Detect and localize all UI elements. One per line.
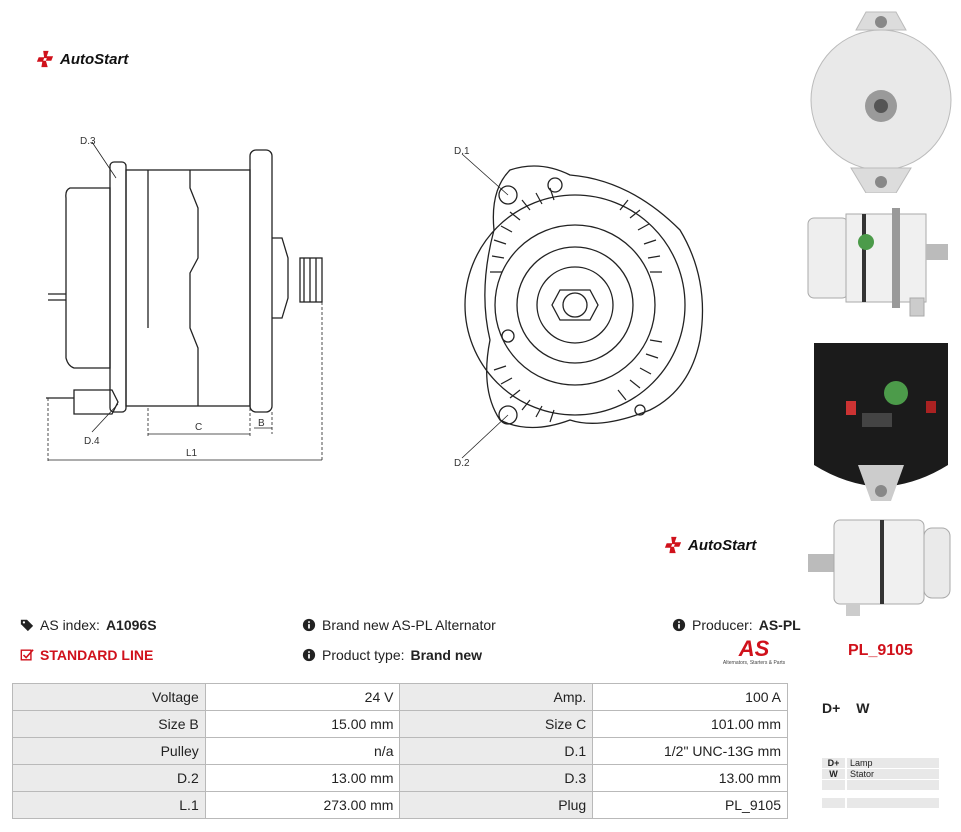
autostart-logo-text: AutoStart (688, 536, 757, 554)
spec-value: 101.00 mm (592, 710, 788, 738)
spec-value: PL_9105 (592, 791, 788, 819)
spec-key: D.1 (399, 737, 594, 765)
product-type-label: Product type: (322, 647, 405, 663)
spec-key: Pulley (12, 737, 206, 765)
brand-new-line: Brand new AS-PL Alternator (302, 617, 496, 633)
producer: Producer: AS-PL (672, 617, 801, 633)
spec-value: 13.00 mm (204, 764, 401, 792)
product-photo-rear (814, 343, 948, 501)
legend-desc (847, 780, 939, 790)
as-pl-logo-tagline: Alternators, Starters & Parts (722, 660, 786, 666)
legend-pin (822, 798, 845, 808)
spec-value: 273.00 mm (204, 791, 401, 819)
autostart-logo-bottom: AutoStart (664, 536, 756, 554)
autostart-logo: AutoStart (36, 50, 128, 68)
plug-code: PL_9105 (848, 642, 913, 659)
legend-pin: D+ (822, 758, 845, 768)
as-index-value: A1096S (105, 617, 157, 633)
spec-key: L.1 (12, 791, 206, 819)
legend-desc: Stator (847, 769, 939, 779)
product-type-value: Brand new (410, 647, 483, 663)
label-d1: D.1 (454, 146, 470, 157)
as-index: AS index: A1096S (20, 617, 157, 633)
legend-row (822, 780, 939, 790)
spec-value: 13.00 mm (592, 764, 788, 792)
spec-key: Amp. (399, 683, 594, 711)
tags-icon (20, 619, 34, 632)
legend-desc: Lamp (847, 758, 939, 768)
spec-key: D.2 (12, 764, 206, 792)
as-pl-logo: AS Alternators, Starters & Parts (716, 636, 792, 667)
info-icon (672, 618, 686, 632)
side-view-drawing: D.3 D.4 C B L1 (46, 136, 323, 462)
product-photo-angle (808, 519, 951, 616)
autostart-logo-icon (36, 50, 54, 68)
spec-value: n/a (204, 737, 401, 765)
label-l1: L1 (186, 448, 198, 459)
spec-value: 1/2" UNC-13G mm (592, 737, 788, 765)
label-c: C (195, 422, 202, 433)
label-d4: D.4 (84, 436, 100, 447)
spec-value: 15.00 mm (204, 710, 401, 738)
checkbox-icon (20, 649, 34, 661)
spec-value: 100 A (592, 683, 788, 711)
spec-key: Size C (399, 710, 594, 738)
legend-row (822, 798, 939, 808)
product-type: Product type: Brand new (302, 647, 482, 663)
label-b: B (258, 418, 265, 429)
autostart-logo-text: AutoStart (60, 50, 129, 68)
standard-line: STANDARD LINE (20, 647, 153, 663)
as-pl-logo-mark: AS (738, 636, 770, 661)
front-view-drawing: D.1 D.2 (454, 146, 704, 469)
legend-pin (822, 780, 845, 790)
spec-key: D.3 (399, 764, 594, 792)
brand-new-text: Brand new AS-PL Alternator (322, 617, 496, 633)
legend-desc (847, 798, 939, 808)
producer-label: Producer: (692, 617, 753, 633)
spec-key: Plug (399, 791, 594, 819)
as-index-label: AS index: (40, 617, 100, 633)
info-icon (302, 648, 316, 662)
legend-row: D+Lamp (822, 758, 939, 768)
info-icon (302, 618, 316, 632)
product-photo-side (807, 208, 948, 317)
label-d3: D.3 (80, 136, 96, 147)
pin-w: W (856, 700, 870, 716)
plug-pins: D+ W (822, 700, 870, 716)
product-photo-front (810, 11, 952, 193)
label-d2: D.2 (454, 458, 470, 469)
legend-pin: W (822, 769, 845, 779)
spec-key: Size B (12, 710, 206, 738)
spec-key: Voltage (12, 683, 206, 711)
pin-d-plus: D+ (822, 700, 841, 716)
autostart-logo-icon (664, 536, 682, 554)
standard-line-text: STANDARD LINE (40, 647, 154, 663)
spec-value: 24 V (204, 683, 401, 711)
producer-value: AS-PL (758, 617, 801, 633)
